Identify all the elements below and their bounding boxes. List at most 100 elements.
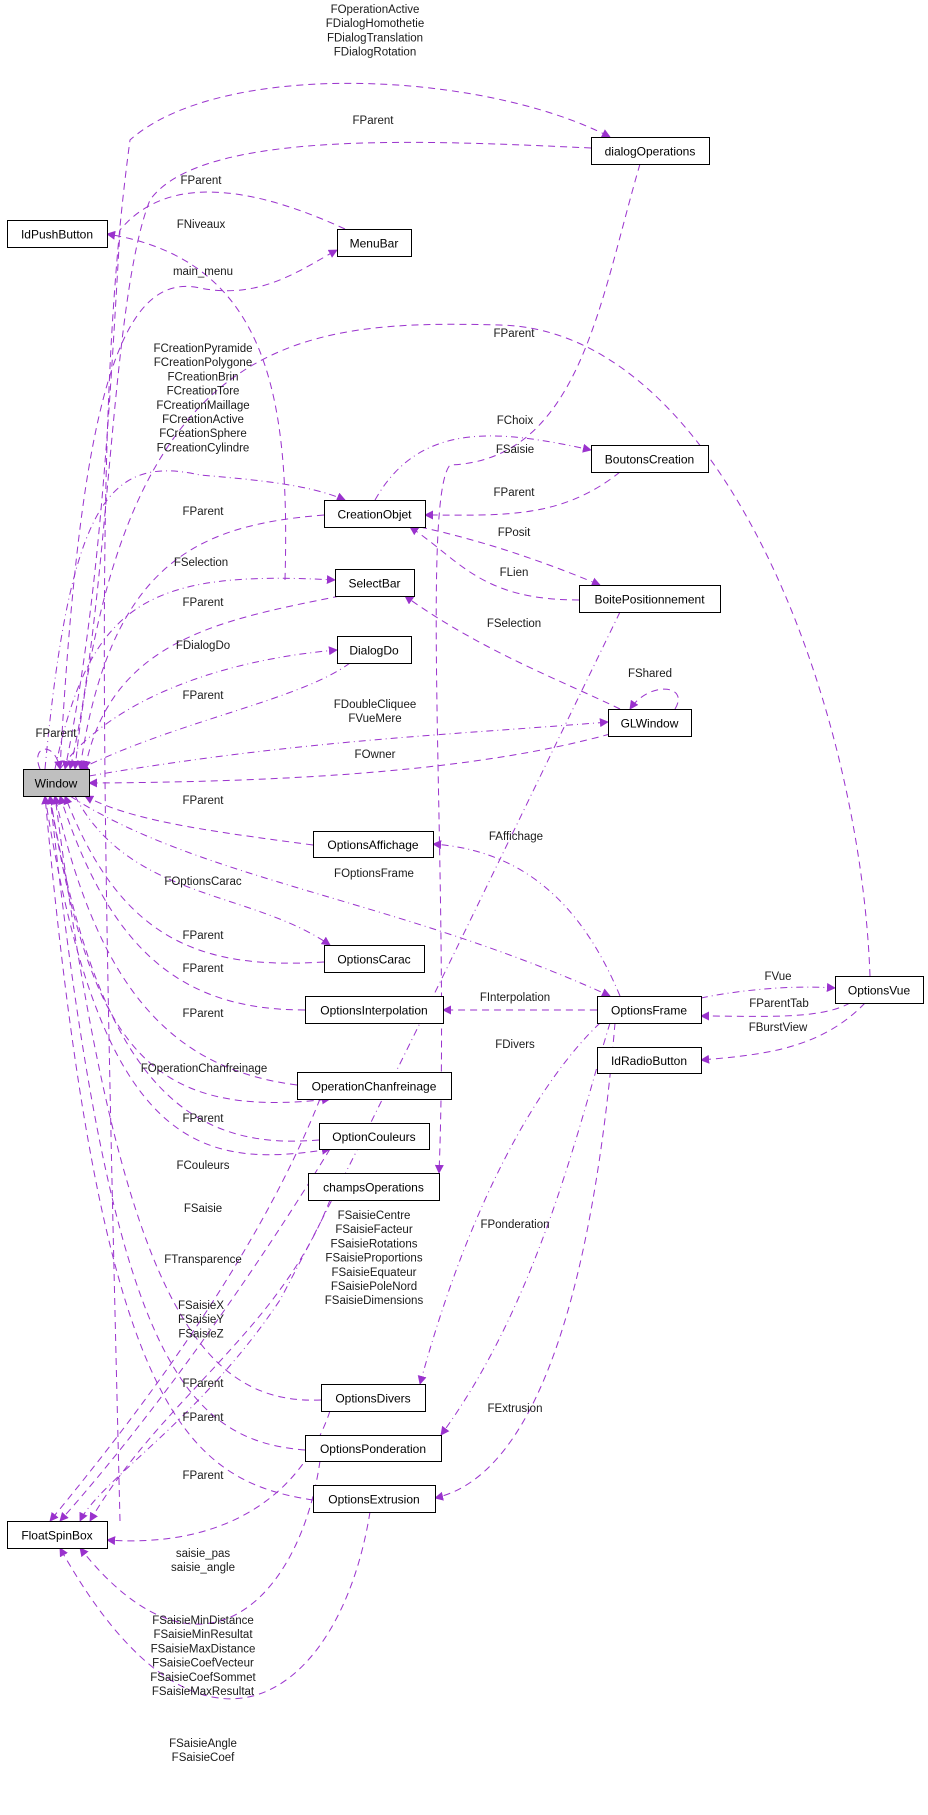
edge-label: FSaisieDimensions [325, 1295, 424, 1307]
node-box [597, 1047, 702, 1074]
edge-label: FSelection [487, 618, 541, 630]
node-boutonscreation[interactable]: BoutonsCreation [591, 445, 709, 473]
edge-Window-to-CreationObjet [44, 470, 346, 770]
node-optionsvue[interactable]: OptionsVue [835, 976, 924, 1004]
node-champsoperations[interactable]: champsOperations [308, 1173, 440, 1201]
node-label: GLWindow [621, 717, 679, 731]
edge-label: main_menu [173, 266, 233, 278]
node-boitepositionnement[interactable]: BoitePositionnement [579, 585, 721, 613]
edge-Window-to-OptionCouleurs [44, 795, 331, 1156]
edge-Window-to-OptionsFrame [69, 795, 611, 997]
edge-line [700, 1002, 851, 1021]
edge-line [417, 1022, 601, 1385]
node-box [337, 636, 412, 664]
edge-BoitePositionnement-to-CreationObjet [409, 526, 580, 601]
edge-label: FVue [764, 971, 791, 983]
node-label: OptionCouleurs [332, 1130, 415, 1144]
node-optionsdivers[interactable]: OptionsDivers [321, 1384, 426, 1412]
node-creationobjet[interactable]: CreationObjet [324, 500, 426, 528]
edge-label: FShared [628, 668, 672, 680]
node-dialogdo[interactable]: DialogDo [337, 636, 412, 664]
node-label: OperationChanfreinage [312, 1080, 437, 1094]
edge-label: FParentTab [749, 998, 808, 1010]
node-box [321, 1384, 426, 1412]
edge-line [374, 435, 592, 501]
edge-label: FCreationSphere [159, 428, 247, 440]
edge-line [52, 795, 298, 1086]
edge-label: FCreationTore [167, 386, 240, 398]
edge-label: FDialogHomothetie [326, 18, 424, 30]
edge-label: FSaisieCentre [338, 1210, 411, 1222]
node-label: IdPushButton [21, 228, 93, 242]
edge-OptionsAffichage-to-Window [84, 795, 314, 846]
edge-OptionsVue-to-Window [71, 323, 871, 977]
edge-label: FParent [494, 487, 536, 499]
node-dialogoperations[interactable]: dialogOperations [591, 137, 710, 165]
edge-label: FSaisieMaxResultat [152, 1686, 255, 1698]
edge-label: FSaisieRotations [331, 1238, 418, 1250]
edge-line [46, 795, 320, 1142]
edge-label: FNiveaux [177, 219, 226, 231]
edge-line [84, 795, 314, 846]
edge-OperationChanfreinage-to-Window [52, 795, 298, 1086]
node-optionsinterpolation[interactable]: OptionsInterpolation [305, 996, 444, 1024]
edge-label: FSaisieEquateur [331, 1267, 416, 1279]
edge-DialogDo-to-Window [79, 662, 351, 770]
edge-SelectBar-to-Window [82, 595, 341, 770]
node-box [297, 1072, 452, 1100]
node-window[interactable]: Window [23, 769, 90, 797]
edge-line [41, 795, 314, 1501]
node-glwindow[interactable]: GLWindow [608, 709, 692, 737]
node-floatspinbox[interactable]: FloatSpinBox [7, 1521, 108, 1549]
edge-label: FOptionsCarac [164, 876, 242, 888]
node-optioncouleurs[interactable]: OptionCouleurs [319, 1123, 430, 1150]
node-optionsframe[interactable]: OptionsFrame [597, 996, 702, 1024]
edge-label: FParent [353, 115, 395, 127]
edge-line [59, 1148, 331, 1522]
edge-OperationChanfreinage-to-FloatSpinBox [49, 1098, 321, 1522]
node-optionsponderation[interactable]: OptionsPonderation [305, 1435, 442, 1462]
edge-label: FInterpolation [480, 992, 550, 1004]
edge-line [49, 1098, 321, 1522]
edge-line [79, 611, 621, 1522]
edge-OptionsFrame-to-OptionsExtrusion [434, 1022, 616, 1501]
edge-line [59, 646, 338, 770]
node-optionscarac[interactable]: OptionsCarac [324, 945, 425, 973]
edge-label: FSaisieMaxDistance [151, 1643, 256, 1655]
node-selectbar[interactable]: SelectBar [335, 569, 415, 597]
edge-label: FCreationBrin [168, 371, 239, 383]
edge-label: saisie_angle [171, 1562, 235, 1574]
node-box [337, 229, 412, 257]
edge-BoutonsCreation-to-CreationObjet [424, 471, 621, 520]
edge-line [71, 323, 871, 977]
edge-label: FCreationMaillage [156, 400, 249, 412]
edge-OptionsExtrusion-to-FloatSpinBox [59, 1511, 371, 1700]
edge-OptionCouleurs-to-Window [46, 795, 320, 1142]
node-operationchanfreinage[interactable]: OperationChanfreinage [297, 1072, 452, 1100]
edge-label: FSaisieZ [178, 1328, 223, 1340]
edge-dialogOperations-to-champsOperations [434, 163, 641, 1174]
node-box [319, 1123, 430, 1150]
edge-GLWindow-to-GLWindow [629, 688, 679, 710]
node-optionsaffichage[interactable]: OptionsAffichage [313, 831, 434, 858]
edge-line [44, 470, 346, 770]
edge-Window-to-dialogOperations [103, 82, 611, 1522]
edge-label: FAffichage [489, 831, 543, 843]
node-idradiobutton[interactable]: IdRadioButton [597, 1047, 702, 1074]
node-menubar[interactable]: MenuBar [337, 229, 412, 257]
node-box [597, 996, 702, 1024]
edge-line [58, 795, 306, 1011]
edge-line [51, 795, 322, 1401]
edge-label: FOptionsFrame [334, 868, 414, 880]
node-box [305, 1435, 442, 1462]
node-idpushbutton[interactable]: IdPushButton [7, 220, 108, 248]
node-optionsextrusion[interactable]: OptionsExtrusion [313, 1485, 436, 1513]
edge-label: FParent [183, 690, 225, 702]
edge-OptionsVue-to-OptionsFrame [700, 1002, 851, 1021]
edge-label: FChoix [497, 415, 534, 427]
edge-labels-layer: FOperationActiveFDialogHomothetieFDialog… [36, 4, 809, 1764]
node-box [608, 709, 692, 737]
edge-OptionsFrame-to-OptionsPonderation [440, 1022, 611, 1436]
node-box [335, 569, 415, 597]
edge-line [79, 662, 351, 770]
